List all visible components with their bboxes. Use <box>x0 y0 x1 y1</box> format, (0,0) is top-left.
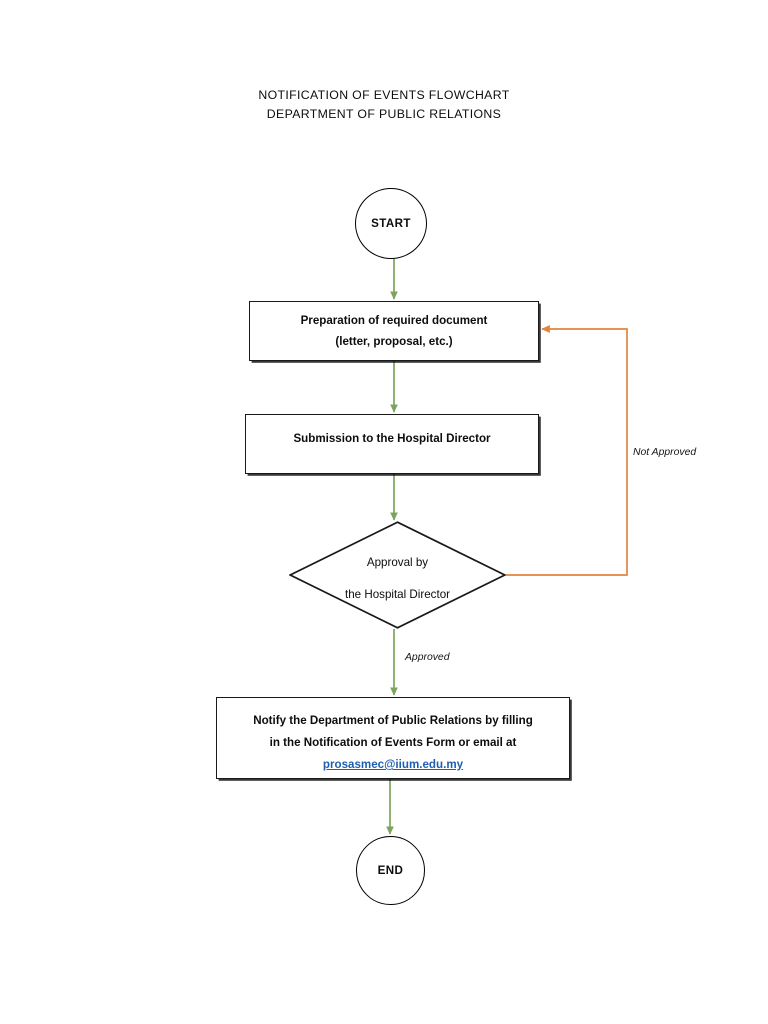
node-start-label: START <box>371 217 411 230</box>
node-end-label: END <box>377 864 404 877</box>
node-decision-line-1: Approval by <box>366 556 429 569</box>
title-line-2: DEPARTMENT OF PUBLIC RELATIONS <box>266 107 502 121</box>
title-line-1: NOTIFICATION OF EVENTS FLOWCHART <box>258 88 510 102</box>
node-notify-email-line: prosasmec@iium.edu.my <box>217 754 569 776</box>
diamond-shape <box>289 521 506 629</box>
node-decision-text: Approval by the Hospital Director <box>289 547 506 611</box>
email-link[interactable]: prosasmec@iium.edu.my <box>322 758 464 771</box>
node-submission[interactable]: Submission to the Hospital Director <box>245 414 539 474</box>
edge-label-not-approved: Not Approved <box>633 447 697 458</box>
node-notify[interactable]: Notify the Department of Public Relation… <box>216 697 570 779</box>
node-decision-line-2: the Hospital Director <box>344 588 451 601</box>
node-preparation-line-1: Preparation of required document <box>300 313 488 327</box>
node-start[interactable]: START <box>355 188 427 259</box>
node-submission-line-1: Submission to the Hospital Director <box>293 432 491 445</box>
edge-label-approved: Approved <box>405 652 450 663</box>
node-notify-line-1: Notify the Department of Public Relation… <box>253 714 533 727</box>
node-preparation-line-2: (letter, proposal, etc.) <box>335 334 453 348</box>
page-title: NOTIFICATION OF EVENTS FLOWCHART DEPARTM… <box>0 86 768 124</box>
node-notify-text: Notify the Department of Public Relation… <box>217 698 569 776</box>
node-submission-text: Submission to the Hospital Director <box>246 415 538 449</box>
node-notify-line-2: in the Notification of Events Form or em… <box>269 736 517 749</box>
node-preparation-text: Preparation of required document (letter… <box>250 310 538 353</box>
node-end[interactable]: END <box>356 836 425 905</box>
node-decision-approval[interactable]: Approval by the Hospital Director <box>289 521 506 629</box>
node-preparation[interactable]: Preparation of required document (letter… <box>249 301 539 361</box>
